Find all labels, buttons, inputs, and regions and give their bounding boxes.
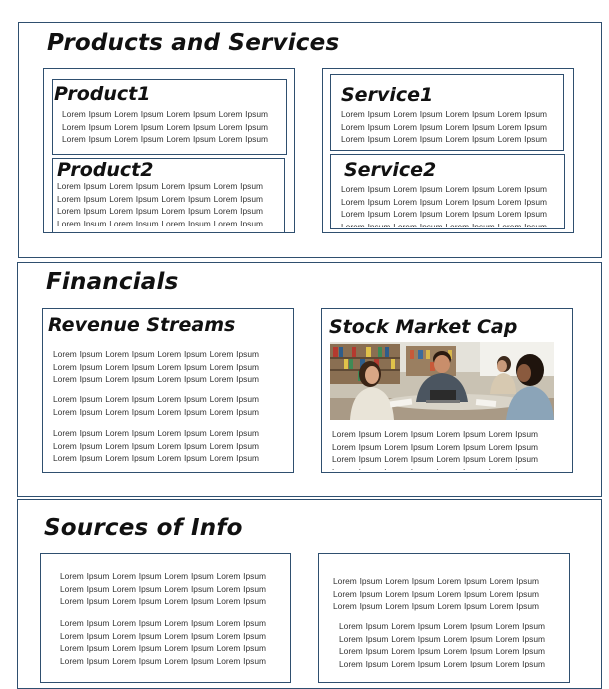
revenue-streams-title: Revenue Streams: [48, 314, 236, 336]
revenue-paragraph-2: Lorem Ipsum Lorem Ipsum Lorem Ipsum Lore…: [53, 394, 259, 417]
sources-title: Sources of Info: [44, 515, 243, 541]
service2-title: Service2: [344, 159, 437, 181]
product1-text: Lorem Ipsum Lorem Ipsum Lorem Ipsum Lore…: [62, 109, 268, 148]
product2-text: Lorem Ipsum Lorem Ipsum Lorem Ipsum Lore…: [57, 181, 263, 226]
product1-card: [52, 79, 287, 155]
product2-card: [52, 158, 285, 233]
revenue-paragraph-3: Lorem Ipsum Lorem Ipsum Lorem Ipsum Lore…: [53, 428, 259, 464]
service2-card: [330, 154, 565, 229]
classroom-students-photo: [330, 342, 554, 420]
financials-title: Financials: [46, 269, 179, 295]
sources-left-card: [40, 553, 291, 683]
sources-left-paragraph-1: Lorem Ipsum Lorem Ipsum Lorem Ipsum Lore…: [60, 571, 266, 607]
sources-left-paragraph-2: Lorem Ipsum Lorem Ipsum Lorem Ipsum Lore…: [60, 618, 266, 666]
stock-market-cap-title: Stock Market Cap: [329, 316, 518, 338]
sources-right-paragraph-1: Lorem Ipsum Lorem Ipsum Lorem Ipsum Lore…: [333, 576, 539, 612]
service1-text: Lorem Ipsum Lorem Ipsum Lorem Ipsum Lore…: [341, 109, 547, 148]
product1-title: Product1: [54, 83, 151, 105]
sources-right-paragraph-2: Lorem Ipsum Lorem Ipsum Lorem Ipsum Lore…: [339, 621, 545, 668]
stock-market-cap-text: Lorem Ipsum Lorem Ipsum Lorem Ipsum Lore…: [332, 429, 538, 470]
service1-card: [330, 74, 564, 151]
revenue-streams-card: [42, 308, 294, 473]
revenue-paragraph-1: Lorem Ipsum Lorem Ipsum Lorem Ipsum Lore…: [53, 349, 259, 385]
product2-title: Product2: [57, 159, 154, 181]
service2-text: Lorem Ipsum Lorem Ipsum Lorem Ipsum Lore…: [341, 184, 547, 227]
products-services-title: Products and Services: [47, 30, 340, 56]
service1-title: Service1: [341, 84, 434, 106]
